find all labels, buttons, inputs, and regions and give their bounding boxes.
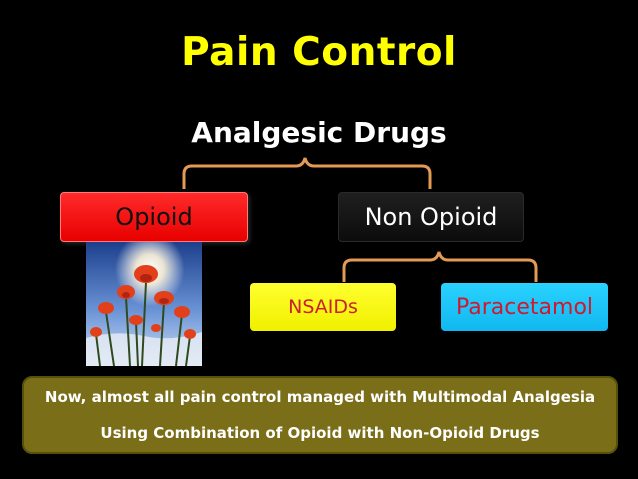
multimodal-banner: Now, almost all pain control managed wit…: [22, 376, 618, 454]
poppy-flowers-photo: [86, 242, 202, 366]
banner-line-2: Using Combination of Opioid with Non-Opi…: [100, 424, 540, 442]
nsaids-node: NSAIDs: [250, 283, 396, 331]
slide-title: Pain Control: [181, 30, 457, 75]
bracket-bottom: [342, 251, 538, 282]
banner-line-1: Now, almost all pain control managed wit…: [44, 388, 596, 406]
paracetamol-node: Paracetamol: [441, 283, 608, 331]
slide-subtitle: Analgesic Drugs: [191, 116, 447, 149]
opioid-node: Opioid: [60, 192, 248, 242]
non-opioid-node: Non Opioid: [338, 192, 524, 242]
bracket-top: [182, 157, 432, 189]
